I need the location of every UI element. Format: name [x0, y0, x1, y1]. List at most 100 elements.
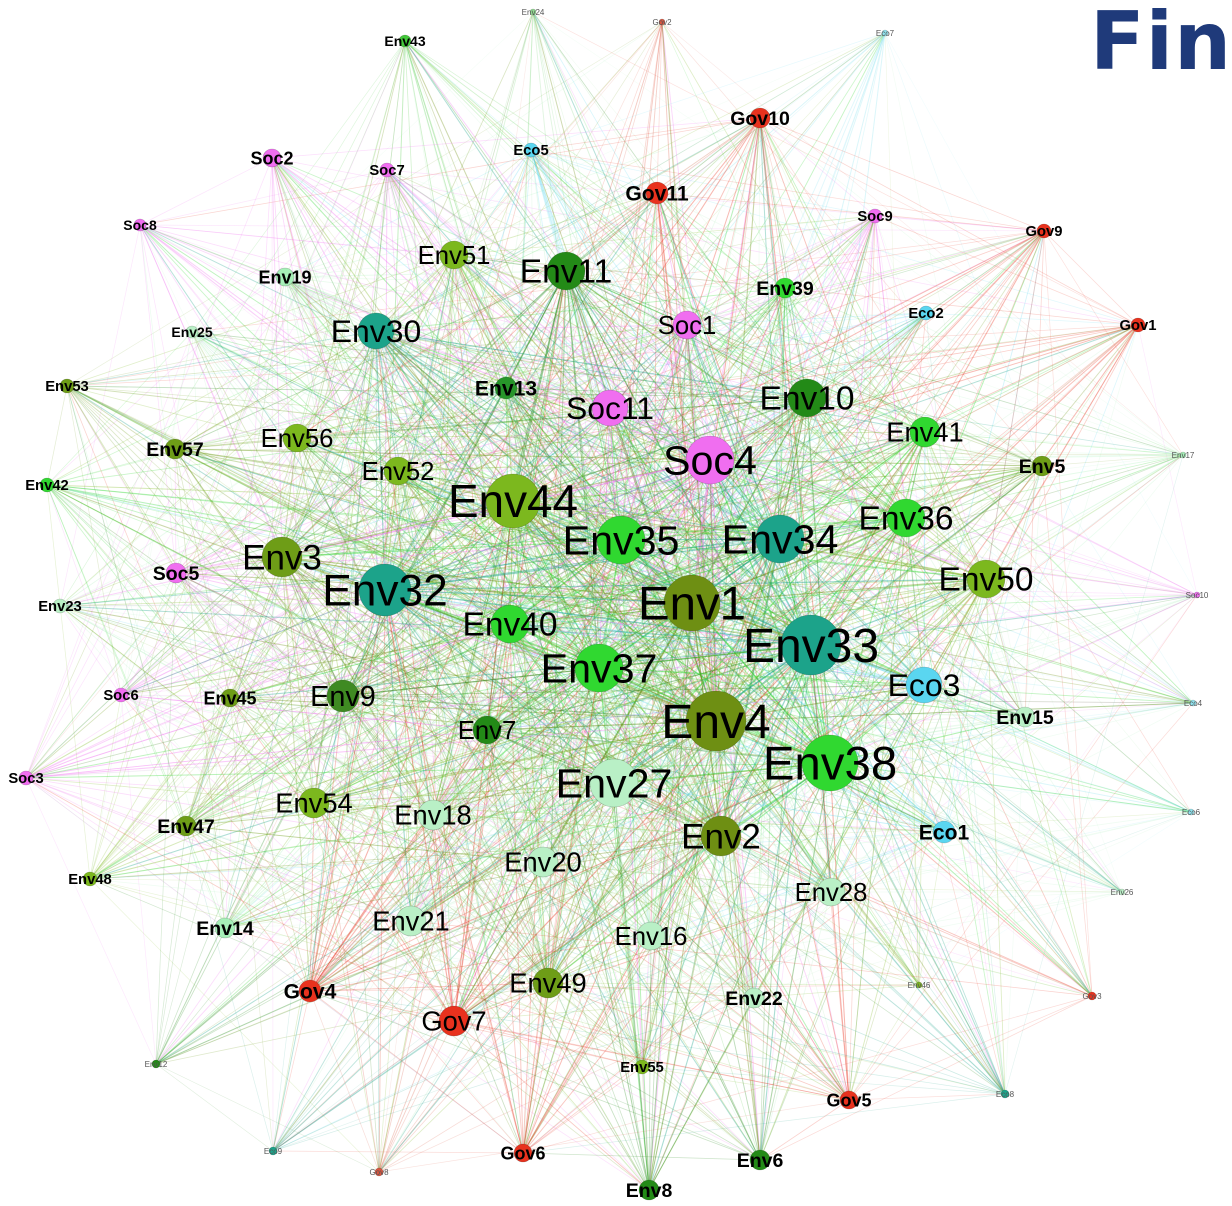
node-env12[interactable]: Env12: [145, 1059, 168, 1069]
node-env36[interactable]: Env36: [859, 498, 954, 538]
node-env51[interactable]: Env51: [418, 240, 491, 270]
node-circle[interactable]: [490, 604, 530, 644]
node-circle[interactable]: [886, 498, 926, 538]
node-env57[interactable]: Env57: [146, 438, 204, 461]
node-env35[interactable]: Env35: [563, 515, 680, 565]
node-circle[interactable]: [918, 305, 934, 321]
node-circle[interactable]: [1187, 808, 1195, 816]
node-circle[interactable]: [133, 218, 147, 232]
node-env41[interactable]: Env41: [886, 417, 963, 448]
node-circle[interactable]: [591, 389, 629, 427]
node-env54[interactable]: Env54: [275, 788, 352, 819]
node-circle[interactable]: [774, 277, 796, 299]
node-env17[interactable]: Env17: [1172, 451, 1195, 460]
node-circle[interactable]: [18, 770, 34, 786]
node-env22[interactable]: Env22: [725, 987, 783, 1010]
node-eco6[interactable]: Eco6: [1182, 808, 1201, 817]
node-soc2[interactable]: Soc2: [250, 148, 293, 168]
node-circle[interactable]: [175, 815, 197, 837]
node-env42[interactable]: Env42: [25, 477, 69, 494]
node-gov9[interactable]: Gov9: [1025, 223, 1063, 240]
node-env26[interactable]: Env26: [1111, 888, 1134, 897]
node-circle[interactable]: [164, 438, 186, 460]
node-circle[interactable]: [915, 981, 923, 989]
node-env49[interactable]: Env49: [509, 968, 586, 999]
node-eco5[interactable]: Eco5: [513, 142, 549, 159]
node-env18[interactable]: Env18: [394, 800, 471, 831]
node-gov3[interactable]: Gov3: [1082, 991, 1102, 1001]
node-eco7[interactable]: Eco7: [876, 29, 895, 38]
node-circle[interactable]: [298, 787, 330, 819]
node-env40[interactable]: Env40: [463, 604, 558, 644]
node-circle[interactable]: [398, 34, 412, 48]
node-env45[interactable]: Env45: [203, 688, 256, 708]
node-gov8[interactable]: Gov8: [369, 1167, 389, 1177]
node-circle[interactable]: [589, 758, 639, 808]
node-circle[interactable]: [185, 325, 199, 339]
node-circle[interactable]: [82, 871, 98, 887]
node-env56[interactable]: Env56: [261, 423, 334, 453]
node-env55[interactable]: Env55: [620, 1059, 664, 1076]
node-env15[interactable]: Env15: [996, 706, 1054, 729]
node-circle[interactable]: [395, 905, 427, 937]
node-circle[interactable]: [685, 435, 735, 485]
node-circle[interactable]: [1014, 706, 1036, 728]
node-gov1[interactable]: Gov1: [1119, 317, 1157, 334]
node-env33[interactable]: Env33: [743, 614, 879, 676]
node-eco3[interactable]: Eco3: [888, 666, 961, 704]
node-circle[interactable]: [905, 666, 943, 704]
node-circle[interactable]: [151, 1059, 161, 1069]
node-circle[interactable]: [867, 208, 883, 224]
node-circle[interactable]: [261, 536, 303, 578]
node-env6[interactable]: Env6: [737, 1149, 784, 1172]
node-circle[interactable]: [596, 515, 646, 565]
node-env37[interactable]: Env37: [541, 643, 658, 693]
node-circle[interactable]: [282, 423, 312, 453]
node-circle[interactable]: [638, 1179, 660, 1201]
node-circle[interactable]: [645, 181, 669, 205]
node-circle[interactable]: [417, 799, 449, 831]
node-gov4[interactable]: Gov4: [284, 979, 337, 1003]
node-env11[interactable]: Env11: [520, 251, 613, 291]
node-circle[interactable]: [636, 921, 666, 951]
node-circle[interactable]: [529, 8, 537, 16]
node-env44[interactable]: Env44: [448, 473, 578, 529]
node-gov2[interactable]: Gov2: [652, 18, 672, 27]
node-env19[interactable]: Env19: [258, 267, 311, 287]
node-env5[interactable]: Env5: [1019, 455, 1066, 478]
node-circle[interactable]: [966, 559, 1006, 599]
node-circle[interactable]: [634, 1059, 650, 1075]
node-eco8[interactable]: Eco8: [996, 1089, 1015, 1099]
node-env48[interactable]: Env48: [68, 871, 112, 888]
node-env52[interactable]: Env52: [362, 456, 435, 486]
node-circle[interactable]: [523, 142, 539, 158]
node-soc10[interactable]: Soc10: [1186, 591, 1209, 600]
node-circle[interactable]: [839, 1090, 859, 1110]
node-soc7[interactable]: Soc7: [369, 162, 405, 179]
node-soc1[interactable]: Soc1: [658, 310, 717, 340]
node-circle[interactable]: [326, 679, 360, 713]
node-circle[interactable]: [275, 267, 295, 287]
node-eco4[interactable]: Eco4: [1184, 699, 1203, 708]
node-circle[interactable]: [39, 477, 55, 493]
node-env1[interactable]: Env1: [638, 574, 746, 632]
node-circle[interactable]: [1031, 455, 1053, 477]
node-circle[interactable]: [439, 240, 469, 270]
node-circle[interactable]: [816, 877, 846, 907]
node-circle[interactable]: [700, 815, 742, 857]
node-circle[interactable]: [438, 1005, 470, 1037]
node-env25[interactable]: Env25: [171, 324, 212, 340]
node-soc9[interactable]: Soc9: [857, 208, 893, 225]
node-circle[interactable]: [932, 820, 956, 844]
node-circle[interactable]: [546, 251, 586, 291]
node-soc3[interactable]: Soc3: [8, 770, 44, 787]
node-env30[interactable]: Env30: [331, 312, 421, 350]
node-env16[interactable]: Env16: [615, 921, 688, 951]
node-circle[interactable]: [532, 967, 564, 999]
node-circle[interactable]: [59, 378, 75, 394]
node-circle[interactable]: [672, 310, 702, 340]
node-circle[interactable]: [685, 690, 747, 752]
node-env47[interactable]: Env47: [157, 815, 215, 838]
node-env27[interactable]: Env27: [556, 758, 673, 808]
node-circle[interactable]: [220, 688, 240, 708]
